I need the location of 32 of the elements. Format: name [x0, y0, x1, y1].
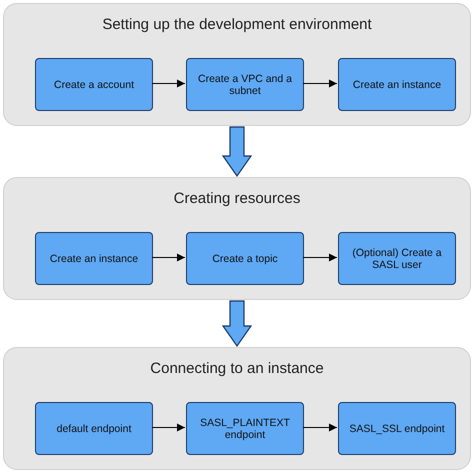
arrow — [302, 254, 338, 262]
process-box — [186, 232, 304, 285]
stage-panel — [3, 3, 471, 126]
arrow — [302, 80, 338, 88]
step-label: Create a account — [54, 78, 134, 90]
process-box — [35, 402, 153, 455]
process-box — [35, 58, 153, 111]
arrow — [152, 424, 186, 432]
arrow — [302, 424, 338, 432]
block-arrow — [222, 300, 252, 348]
step-label: Create a VPC and a subnet — [197, 72, 293, 96]
process-box — [35, 232, 153, 285]
stage-panel — [3, 177, 471, 300]
step-label: Create an instance — [352, 78, 442, 90]
process-box — [186, 402, 304, 455]
stage-heading: Creating resources — [174, 190, 300, 207]
process-box — [186, 58, 304, 111]
process-box — [338, 58, 456, 111]
step-label: SASL_SSL endpoint — [349, 422, 445, 434]
process-box — [338, 402, 456, 455]
stage-panel — [3, 347, 471, 470]
step-label: default endpoint — [56, 422, 132, 434]
arrow — [152, 80, 186, 88]
stage-heading: Setting up the development environment — [102, 16, 372, 33]
stage-heading: Connecting to an instance — [150, 360, 324, 377]
step-label: Create an instance — [50, 252, 138, 264]
block-arrow — [222, 126, 252, 178]
step-label: Create a topic — [212, 252, 278, 264]
process-box — [338, 232, 456, 285]
step-label: (Optional) Create a SASL user — [351, 246, 443, 270]
step-label: SASL_PLAINTEXT endpoint — [199, 416, 291, 440]
arrow — [152, 254, 186, 262]
